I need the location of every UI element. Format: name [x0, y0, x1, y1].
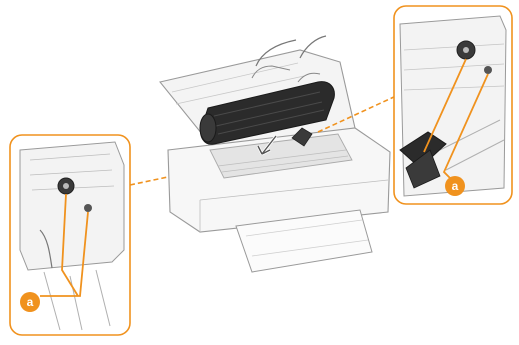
right-callout-label: a	[452, 179, 459, 193]
left-detail-panel: a	[10, 135, 130, 335]
right-detail-panel: a	[394, 6, 512, 204]
left-panel-housing	[20, 142, 124, 270]
printer-main	[160, 36, 390, 272]
left-callout-label: a	[27, 295, 34, 309]
left-gear-center	[63, 183, 69, 189]
cartridge-end-cap	[200, 114, 216, 142]
right-pin-icon	[484, 66, 492, 74]
left-pin-icon	[84, 204, 92, 212]
right-gear-center	[463, 47, 469, 53]
